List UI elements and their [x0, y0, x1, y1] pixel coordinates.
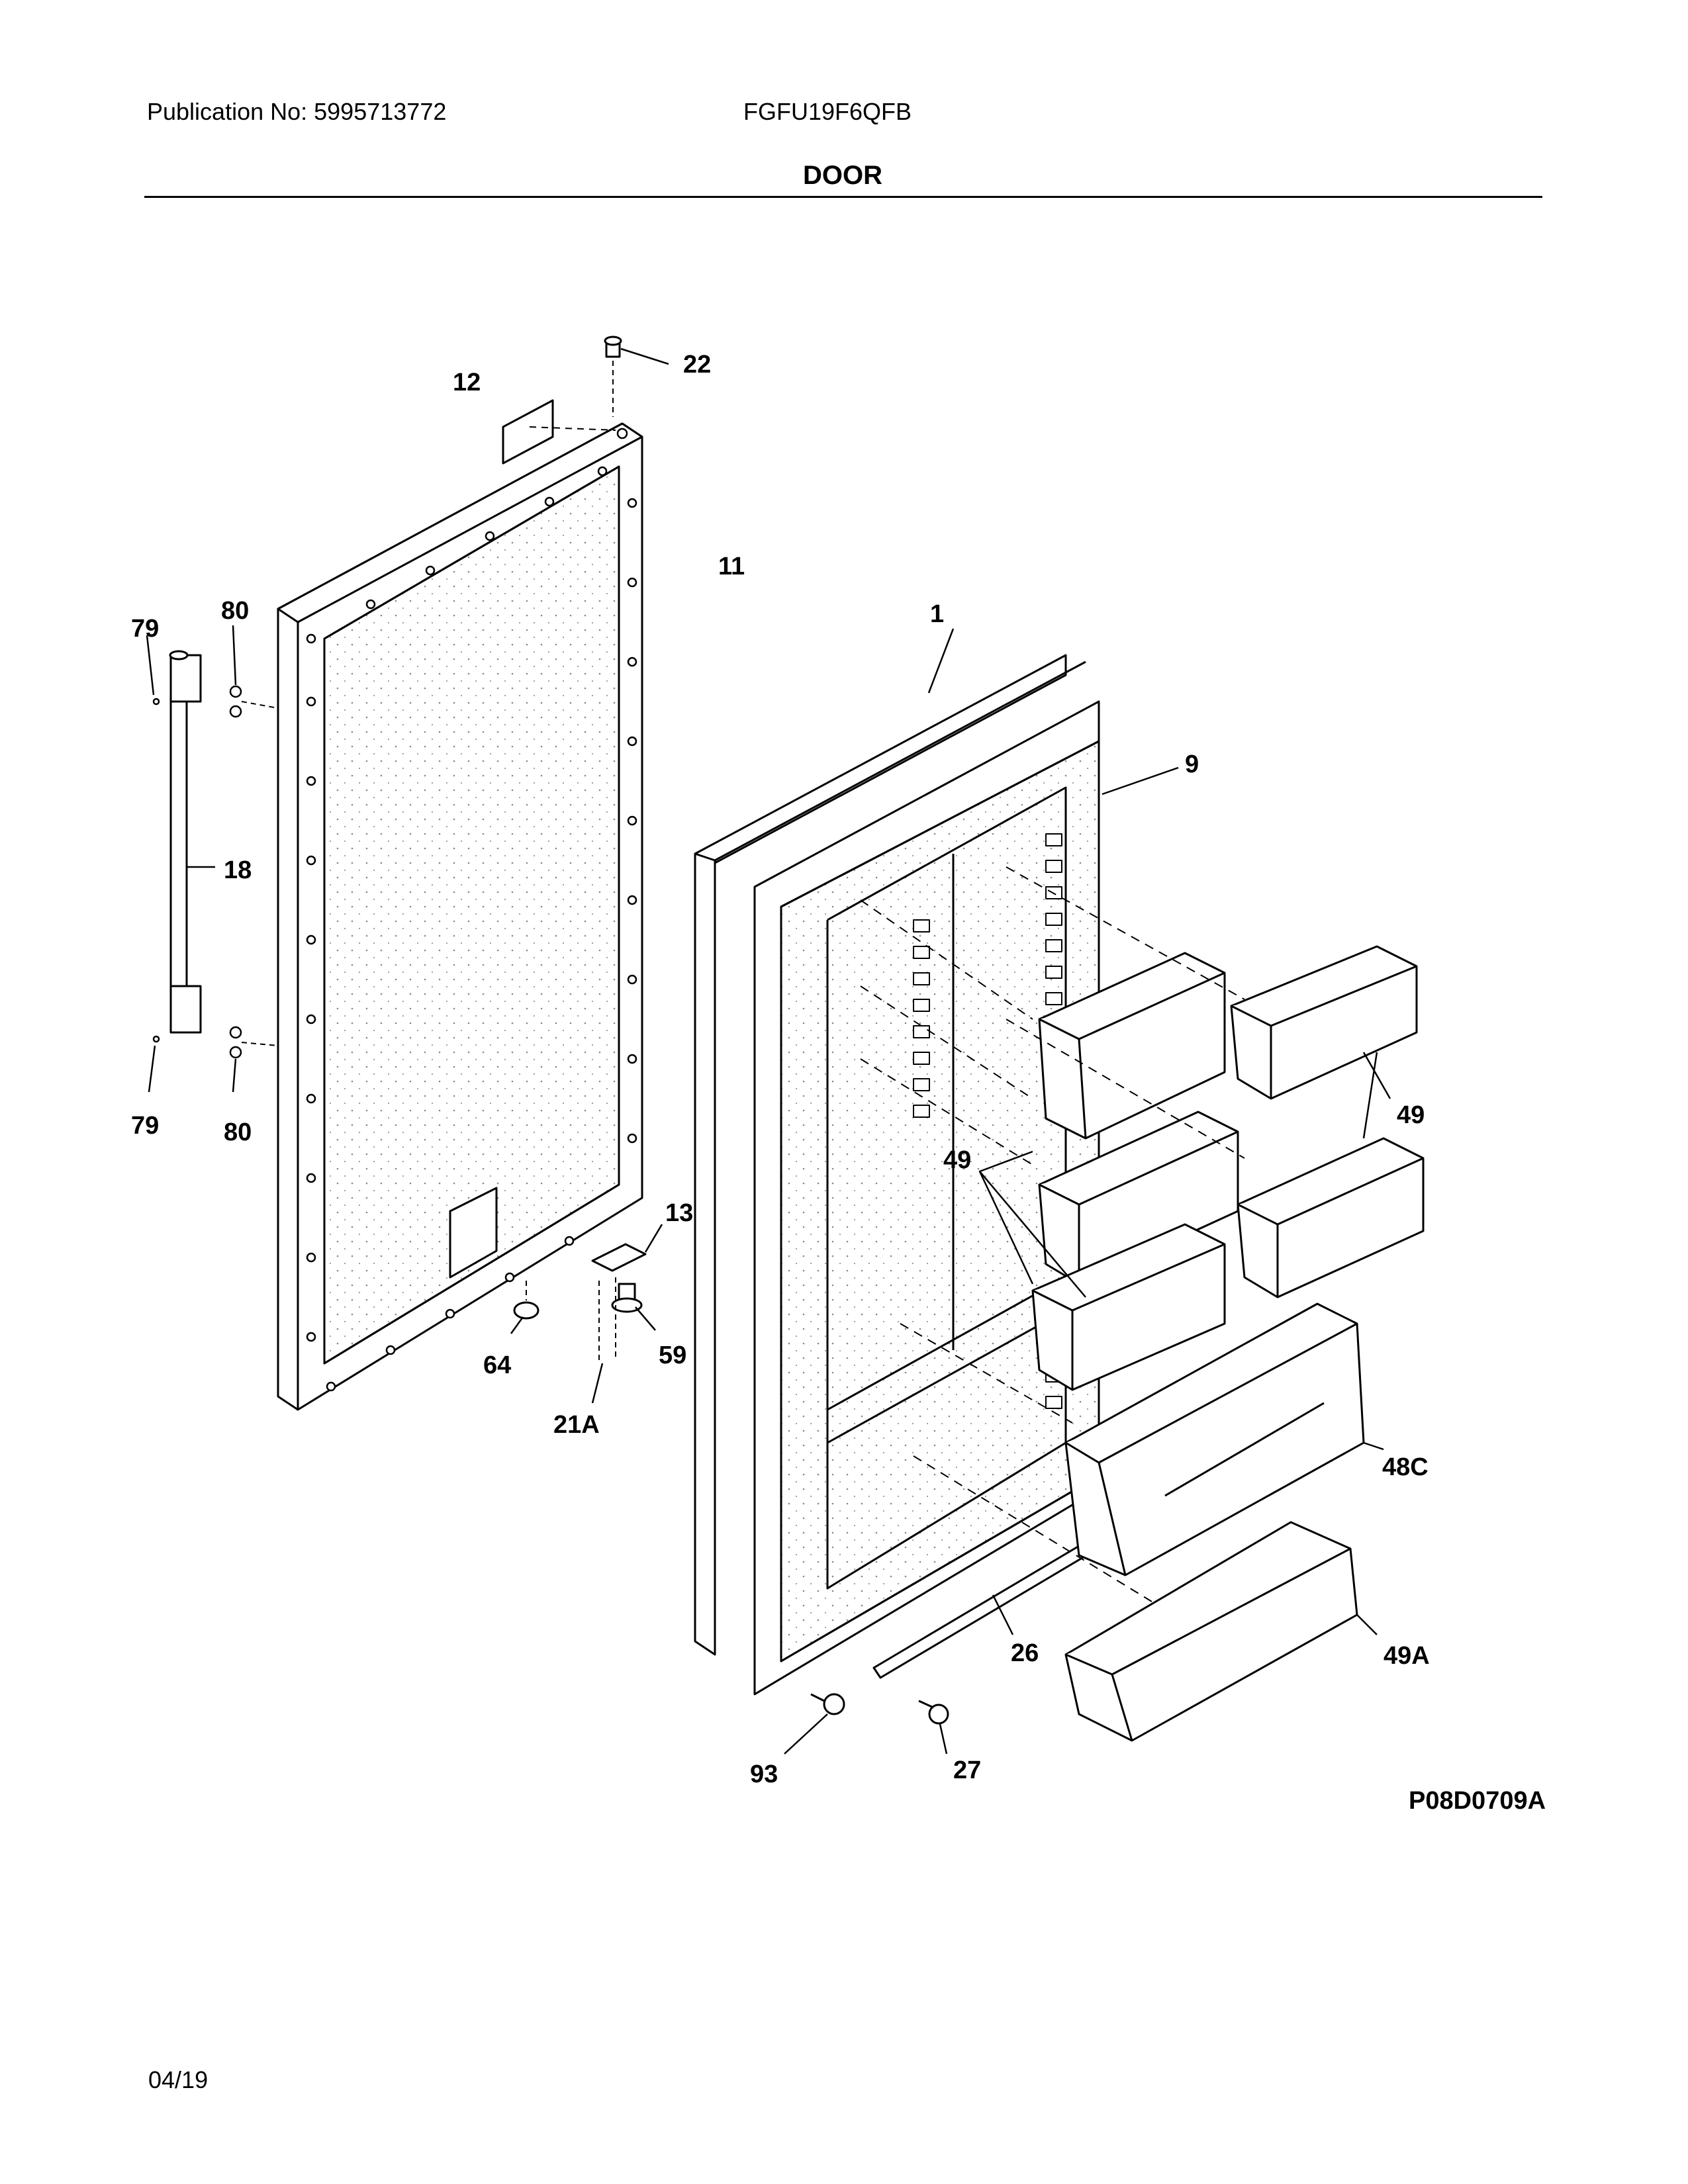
callout-79-bottom: 79: [131, 1112, 159, 1140]
section-title: DOOR: [803, 161, 882, 190]
callout-49-left: 49: [943, 1146, 971, 1174]
callout-80-top: 80: [221, 597, 249, 625]
callout-49a: 49A: [1383, 1642, 1430, 1670]
screws-21a: [591, 1277, 616, 1404]
door-bin-49-a: [1038, 952, 1226, 1140]
callout-9: 9: [1185, 751, 1199, 778]
hinge-bracket-13: [591, 1224, 663, 1272]
door-bin-49a: [1064, 1521, 1378, 1742]
callout-80-bottom: 80: [224, 1118, 252, 1146]
outer-door-panel: [277, 422, 643, 1411]
door-bin-49-c: [1031, 1223, 1226, 1391]
door-bin-49-d: [1230, 945, 1418, 1100]
callout-26: 26: [1011, 1639, 1039, 1667]
drawing-id: P08D0709A: [1409, 1787, 1546, 1815]
fastener-93: [784, 1693, 845, 1754]
assembly-lines: [860, 866, 1245, 1602]
inner-door-liner-9: [753, 700, 1179, 1696]
callout-59: 59: [659, 1342, 686, 1369]
handle-screws: [152, 685, 242, 1059]
header-rule: [144, 196, 1542, 198]
door-bin-49-b: [1038, 1111, 1239, 1285]
plug-64: [510, 1281, 539, 1334]
callout-48c: 48C: [1382, 1453, 1429, 1481]
label-12: [502, 399, 554, 465]
bushing-59: [611, 1283, 656, 1331]
fastener-27: [918, 1700, 949, 1754]
handle-18: [146, 625, 279, 1093]
callout-12: 12: [453, 369, 481, 396]
model-number: FGFU19F6QFB: [743, 98, 912, 125]
revision-date: 04/19: [148, 2066, 209, 2093]
callout-27: 27: [953, 1756, 981, 1784]
callout-1: 1: [930, 600, 944, 628]
callout-18: 18: [224, 856, 252, 884]
door-bin-48c: [1064, 1302, 1384, 1576]
plug-22: [604, 336, 669, 417]
callout-21a: 21A: [553, 1411, 600, 1439]
gasket-1: [694, 628, 1086, 1656]
callout-labels: 1 9 11 12 13 18 21A 22 26 27 48C 49 49 4…: [131, 351, 1430, 1788]
door-bin-49-e: [1237, 1137, 1425, 1298]
callout-11: 11: [718, 553, 745, 580]
callout-64: 64: [483, 1351, 511, 1379]
callout-49-top-right: 49: [1397, 1101, 1425, 1129]
callout-79-top: 79: [131, 615, 159, 643]
callout-22: 22: [683, 351, 711, 379]
callout-13: 13: [665, 1199, 693, 1227]
publication-number: Publication No: 5995713772: [147, 98, 447, 125]
callout-93: 93: [750, 1760, 778, 1788]
